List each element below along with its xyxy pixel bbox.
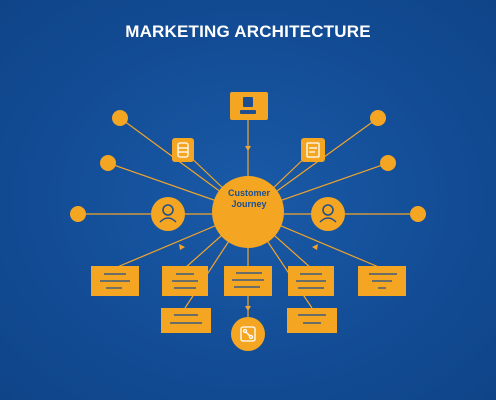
hub-label: Customer Journey xyxy=(217,188,281,210)
user-icon xyxy=(319,204,337,223)
node-dot xyxy=(410,206,426,222)
arrowheads xyxy=(179,146,318,311)
arrowhead xyxy=(245,306,251,311)
profile-icon xyxy=(240,97,256,114)
node-dot xyxy=(112,110,128,126)
arrowhead xyxy=(179,244,185,250)
hub-circle xyxy=(212,176,284,248)
node-dot xyxy=(100,155,116,171)
arrowhead xyxy=(312,244,318,250)
hub-label-line1: Customer xyxy=(227,188,270,198)
network-icon xyxy=(240,326,256,342)
arrowhead xyxy=(245,146,251,151)
card-row xyxy=(91,266,406,296)
database-icon xyxy=(177,142,189,158)
node-dot xyxy=(70,206,86,222)
database-node xyxy=(172,138,194,162)
card xyxy=(287,308,337,333)
card xyxy=(162,266,208,296)
user-node-left xyxy=(151,197,185,231)
card xyxy=(91,266,139,296)
card xyxy=(358,266,406,296)
card xyxy=(288,266,334,296)
node-dot xyxy=(370,110,386,126)
hub-label-line2: Journey xyxy=(231,199,267,209)
card xyxy=(224,266,272,296)
outer-nodes xyxy=(70,110,426,222)
user-node-right xyxy=(311,197,345,231)
document-node xyxy=(301,138,325,162)
user-icon xyxy=(159,204,177,223)
profile-node xyxy=(230,92,268,120)
card xyxy=(161,308,211,333)
network-node xyxy=(231,317,265,351)
document-icon xyxy=(306,142,320,158)
node-dot xyxy=(380,155,396,171)
diagram-title: MARKETING ARCHITECTURE xyxy=(125,22,371,41)
